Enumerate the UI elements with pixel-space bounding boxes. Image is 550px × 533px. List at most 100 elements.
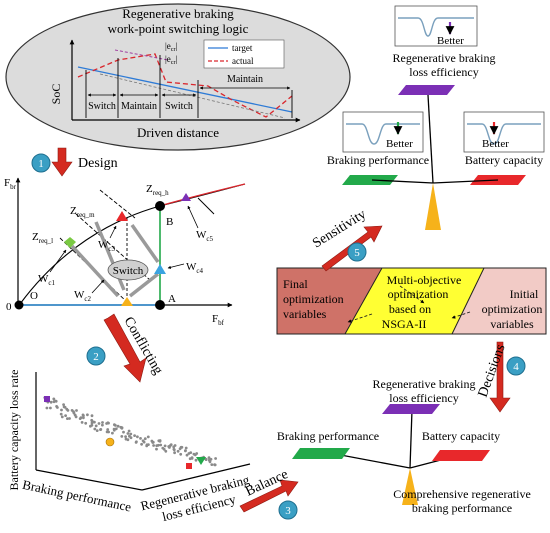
pareto-point <box>94 424 98 428</box>
pareto-purple-marker <box>44 396 50 402</box>
opt-left-line3: variables <box>283 307 327 321</box>
soc-target-line <box>77 66 293 113</box>
pareto-point <box>139 437 142 440</box>
step-2-arrow <box>103 313 147 383</box>
balance-bottom-label-1: Comprehensive regenerative <box>393 487 531 501</box>
pareto-point <box>158 439 162 442</box>
pareto-point <box>156 443 160 447</box>
panel-title-line2: work-point switching logic <box>108 21 249 36</box>
pareto-point <box>99 428 103 431</box>
step-3-number: 3 <box>285 505 291 517</box>
pareto-point <box>159 443 163 447</box>
pareto-panel: Battery capacity loss rate Braking perfo… <box>7 370 251 524</box>
opt-box-divider <box>451 267 485 335</box>
pareto-point <box>213 463 217 467</box>
ideal-curve-red-segment <box>162 183 246 206</box>
pareto-point <box>184 446 188 450</box>
point-B-marker <box>155 201 165 211</box>
opt-right-line3: variables <box>490 317 534 331</box>
pareto-point <box>116 424 120 428</box>
balance-arm-top <box>409 409 413 469</box>
pareto-point <box>185 453 189 457</box>
wc3-label: Wc3 <box>98 239 115 253</box>
balance-fulcrum <box>402 468 418 505</box>
pareto-point <box>173 444 177 447</box>
pareto-x-label: Braking performance <box>21 477 133 515</box>
pareto-x-axis <box>35 469 143 491</box>
soc-logic-panel: Regenerative braking work-point switchin… <box>5 3 351 151</box>
step-3-arrow <box>239 479 299 513</box>
soc-upper-bound <box>114 49 169 61</box>
pareto-point <box>143 437 147 441</box>
phase-label-maintain-2: Maintain <box>227 74 263 85</box>
force-y-label: Fbr <box>4 177 17 191</box>
sens-pan-green <box>342 175 398 185</box>
mini-plot-top <box>394 5 478 47</box>
pareto-point <box>63 405 67 409</box>
step-4-badge <box>506 356 526 376</box>
pareto-point <box>163 444 167 448</box>
pareto-point <box>126 432 130 435</box>
pareto-point <box>152 444 156 447</box>
opt-box-dashed <box>347 313 373 323</box>
pareto-point <box>66 417 69 420</box>
soc-y-label: SoC <box>49 84 63 105</box>
legend-actual-label: actual <box>232 56 254 66</box>
opt-left-line1: Final <box>283 277 308 291</box>
soc-legend-frame <box>203 39 285 69</box>
pareto-point <box>120 435 124 438</box>
opt-box-dashed <box>451 311 471 319</box>
sens-pan-purple <box>398 85 455 95</box>
pareto-point <box>129 432 133 436</box>
pareto-point <box>179 452 183 456</box>
pareto-point <box>134 441 138 444</box>
pareto-point <box>189 451 193 454</box>
wc4-pointer <box>167 263 185 269</box>
pareto-point <box>64 414 67 417</box>
pareto-point <box>112 427 116 431</box>
pareto-orange-marker <box>105 437 115 447</box>
step-1-number: 1 <box>38 158 44 170</box>
pareto-point <box>179 445 183 449</box>
sensitivity-scale: Better Regenerative braking loss efficie… <box>327 5 545 230</box>
force-x-label: Fbf <box>212 313 225 327</box>
better-label-right: Better <box>482 138 509 150</box>
error-label-upper: |ecr| <box>165 41 177 53</box>
force-panel: Fbr Fbf 0 O Switch <box>4 177 246 327</box>
pareto-point <box>45 406 49 410</box>
pareto-point <box>172 448 176 452</box>
pareto-point <box>59 412 63 416</box>
force-origin-label: 0 <box>6 301 12 313</box>
step-4-label: Decisions <box>476 342 509 399</box>
pareto-point <box>210 463 214 466</box>
step-2-number: 2 <box>93 351 99 363</box>
pareto-point <box>214 457 218 460</box>
sens-arm-top <box>427 94 434 184</box>
opt-center-line3: based on <box>389 302 431 316</box>
pareto-point <box>190 456 194 459</box>
wc1-pointer <box>49 249 67 273</box>
pareto-point <box>176 449 180 453</box>
step-4-number: 4 <box>513 361 519 373</box>
pareto-point <box>82 414 85 418</box>
pareto-point <box>155 447 158 451</box>
opt-box-right <box>452 268 546 334</box>
pareto-point <box>72 410 75 414</box>
pareto-point <box>136 435 139 439</box>
step-5-number: 5 <box>354 247 360 259</box>
pareto-point <box>194 458 198 462</box>
pareto-point <box>93 427 97 431</box>
pareto-point <box>129 436 133 440</box>
pareto-point <box>124 435 127 438</box>
step-1-label: Design <box>78 156 118 171</box>
point-B-label: B <box>166 216 173 228</box>
phase-label-switch-2: Switch <box>165 101 193 112</box>
pareto-point <box>164 449 168 453</box>
pareto-point <box>105 430 109 434</box>
z-req-m-marker <box>116 211 128 221</box>
wc5-pointer <box>187 205 199 229</box>
balance-pan-green <box>292 448 350 459</box>
pareto-point <box>66 409 70 412</box>
pareto-point <box>68 417 71 420</box>
